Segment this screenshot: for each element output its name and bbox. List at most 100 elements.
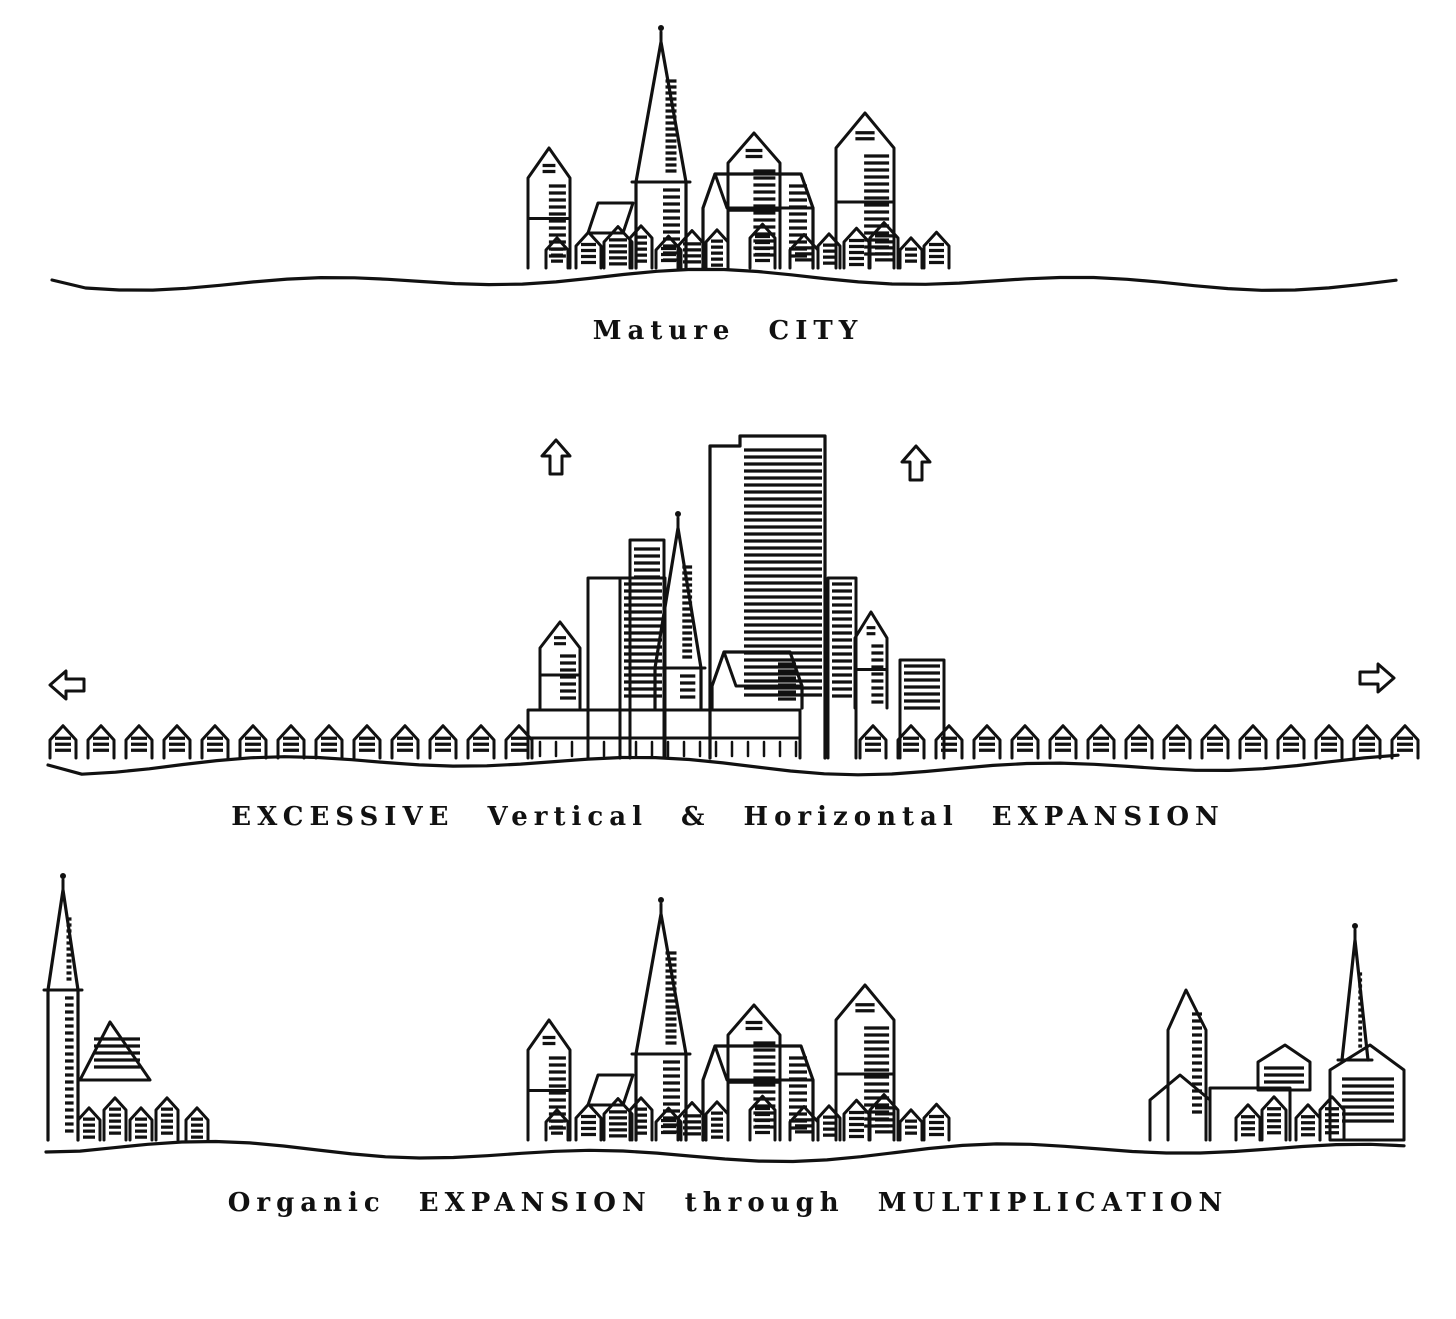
church-hall (710, 650, 804, 710)
hatching (661, 1118, 676, 1135)
hatching (1342, 1077, 1394, 1123)
house-outline (428, 724, 458, 760)
house (898, 236, 924, 270)
house (200, 724, 230, 760)
hatching (169, 736, 185, 752)
hatching (581, 1114, 596, 1137)
house (544, 236, 570, 270)
village-left (42, 873, 210, 1142)
hatching (745, 1020, 763, 1031)
house (1200, 724, 1230, 760)
hatching (1283, 736, 1299, 752)
hall-roof-edge (713, 1044, 815, 1082)
hatching (511, 736, 527, 752)
hatching (359, 736, 375, 752)
house (1314, 724, 1344, 760)
spire-orb (60, 873, 66, 879)
hatching (1301, 1115, 1315, 1137)
hatching (397, 736, 413, 752)
house-outline (1352, 724, 1382, 760)
hatching (744, 448, 822, 697)
hatching (1359, 736, 1375, 752)
house-outline (76, 1106, 102, 1142)
house-outline (154, 1096, 180, 1142)
caption-mature-city: Mature CITY (592, 316, 864, 346)
house-outline (200, 724, 230, 760)
house-outline (654, 234, 683, 270)
hatching (109, 1107, 121, 1135)
hatching (823, 243, 835, 265)
house-outline (934, 724, 964, 760)
tower-outline (853, 610, 889, 710)
house (972, 724, 1002, 760)
hatching (1358, 972, 1363, 1048)
hatching (1397, 736, 1413, 752)
hatching (1207, 736, 1223, 752)
house-outline (1390, 724, 1420, 760)
spire-orb (1352, 923, 1358, 929)
house (1318, 1095, 1346, 1142)
mature-tower-right (834, 111, 896, 270)
hatching (1192, 1012, 1202, 1114)
hall-outline (710, 650, 804, 710)
hatching (711, 1111, 723, 1139)
hatching (1267, 1107, 1281, 1135)
hatching (551, 247, 563, 263)
house (922, 230, 951, 270)
hatching (473, 736, 489, 752)
house-outline (1124, 724, 1154, 760)
hatching (560, 654, 576, 700)
house-outline (86, 724, 116, 760)
house (704, 1100, 730, 1142)
hatching (635, 1107, 647, 1135)
hatching (661, 246, 676, 263)
hatching (904, 664, 940, 710)
house (654, 234, 683, 270)
hatching (755, 1106, 770, 1135)
hatching (665, 79, 677, 173)
hatching (245, 736, 261, 752)
hatching (941, 736, 957, 752)
house-outline (1238, 724, 1268, 760)
ground-line (46, 753, 1400, 777)
right-block (1208, 1086, 1292, 1142)
house (628, 1096, 654, 1142)
house-outline (276, 724, 306, 760)
house-outline (654, 1106, 683, 1142)
house (896, 724, 926, 760)
house-outline (628, 1096, 654, 1142)
podium-columns (538, 740, 798, 758)
arrow-up-icon (900, 444, 932, 482)
tower-outline (538, 620, 582, 710)
house (574, 1102, 603, 1142)
ground-line (44, 1139, 1406, 1164)
house (128, 1106, 154, 1142)
hatching (789, 184, 807, 258)
house (1010, 724, 1040, 760)
hatching (795, 1118, 813, 1134)
village-center (526, 897, 951, 1142)
house (1276, 724, 1306, 760)
house (704, 228, 730, 270)
house-outline (1162, 724, 1192, 760)
tower-right (853, 610, 889, 710)
hatching (823, 1115, 835, 1137)
hatching (875, 1106, 893, 1134)
tower-outline (526, 1018, 572, 1142)
house (86, 724, 116, 760)
house (352, 724, 382, 760)
right-tower-outline (1166, 988, 1208, 1142)
hatching (1093, 736, 1109, 752)
hatching (551, 1119, 563, 1135)
mature-church-spire (630, 25, 692, 270)
house (1048, 724, 1078, 760)
house-outline (748, 222, 777, 270)
spire-outline (1340, 938, 1370, 1062)
hatching (283, 736, 299, 752)
tower-outline (526, 146, 572, 270)
hatching (905, 1119, 917, 1135)
house-outline (868, 1093, 900, 1142)
house (868, 1093, 900, 1142)
house-outline (184, 1106, 210, 1142)
